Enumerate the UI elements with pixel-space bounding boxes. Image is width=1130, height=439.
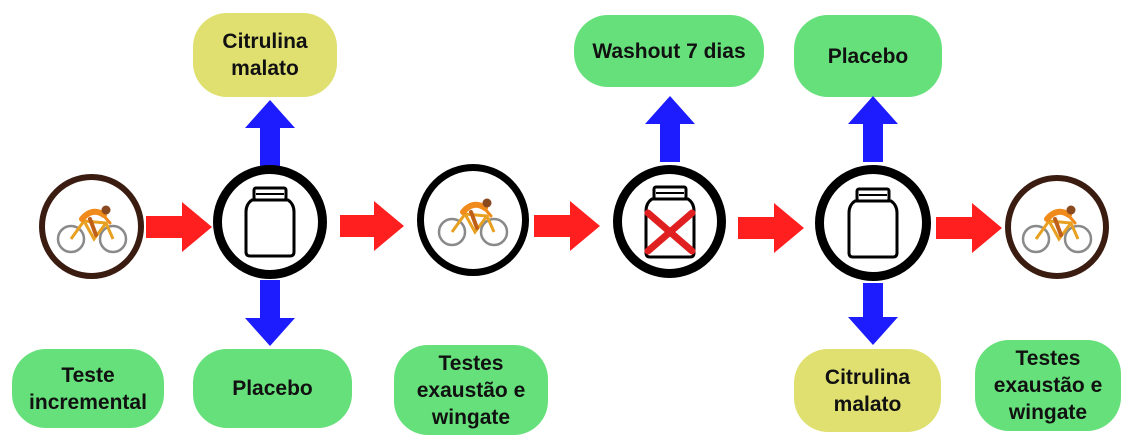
- crossed-bottle-circle: [613, 165, 726, 278]
- citrulina-malato-top-box: Citrulina malato: [193, 13, 337, 97]
- testes-exaustao-2-label: Testes exaustão e wingate: [993, 347, 1103, 424]
- teste-incremental-box: Teste incremental: [12, 349, 164, 428]
- placebo-bottom-label: Placebo: [232, 377, 313, 400]
- washout-box: Washout 7 dias: [574, 15, 764, 87]
- red-arrow-2: [340, 201, 404, 251]
- washout-label: Washout 7 dias: [592, 39, 746, 63]
- testes-exaustao-2-box: Testes exaustão e wingate: [975, 340, 1121, 431]
- cyclist-icon: [1021, 205, 1093, 254]
- testes-exaustao-1-label: Testes exaustão e wingate: [416, 351, 526, 429]
- blue-arrow-up-1: [245, 100, 295, 170]
- teste-incremental-label: Teste incremental: [29, 363, 147, 414]
- cyclist-circle-3: [1005, 175, 1109, 279]
- blue-arrow-down-1: [245, 280, 295, 346]
- supplement-bottle-icon: [847, 187, 899, 259]
- bottle-circle-2: [815, 165, 931, 281]
- cyclist-circle-1: [39, 174, 144, 279]
- placebo-top-label: Placebo: [827, 44, 909, 68]
- cyclist-icon: [56, 205, 127, 253]
- red-arrow-5: [936, 203, 1002, 253]
- blue-arrow-up-2: [645, 96, 695, 162]
- red-arrow-1: [146, 202, 212, 252]
- cyclist-icon: [437, 198, 509, 247]
- citrulina-malato-bottom-box: Citrulina malato: [794, 349, 941, 432]
- crossed-bottle-icon: [644, 185, 695, 258]
- testes-exaustao-1-box: Testes exaustão e wingate: [394, 345, 548, 435]
- bottle-circle-1: [213, 165, 327, 279]
- red-arrow-4: [738, 203, 804, 253]
- red-arrow-3: [534, 201, 600, 251]
- citrulina-malato-bottom-label: Citrulina malato: [824, 365, 911, 416]
- citrulina-malato-top-label: Citrulina malato: [222, 30, 308, 80]
- blue-arrow-up-3: [848, 96, 898, 162]
- cyclist-circle-2: [417, 164, 529, 276]
- blue-arrow-down-2: [848, 283, 898, 345]
- placebo-top-box: Placebo: [794, 15, 942, 97]
- placebo-bottom-box: Placebo: [193, 349, 352, 428]
- supplement-bottle-icon: [244, 186, 296, 258]
